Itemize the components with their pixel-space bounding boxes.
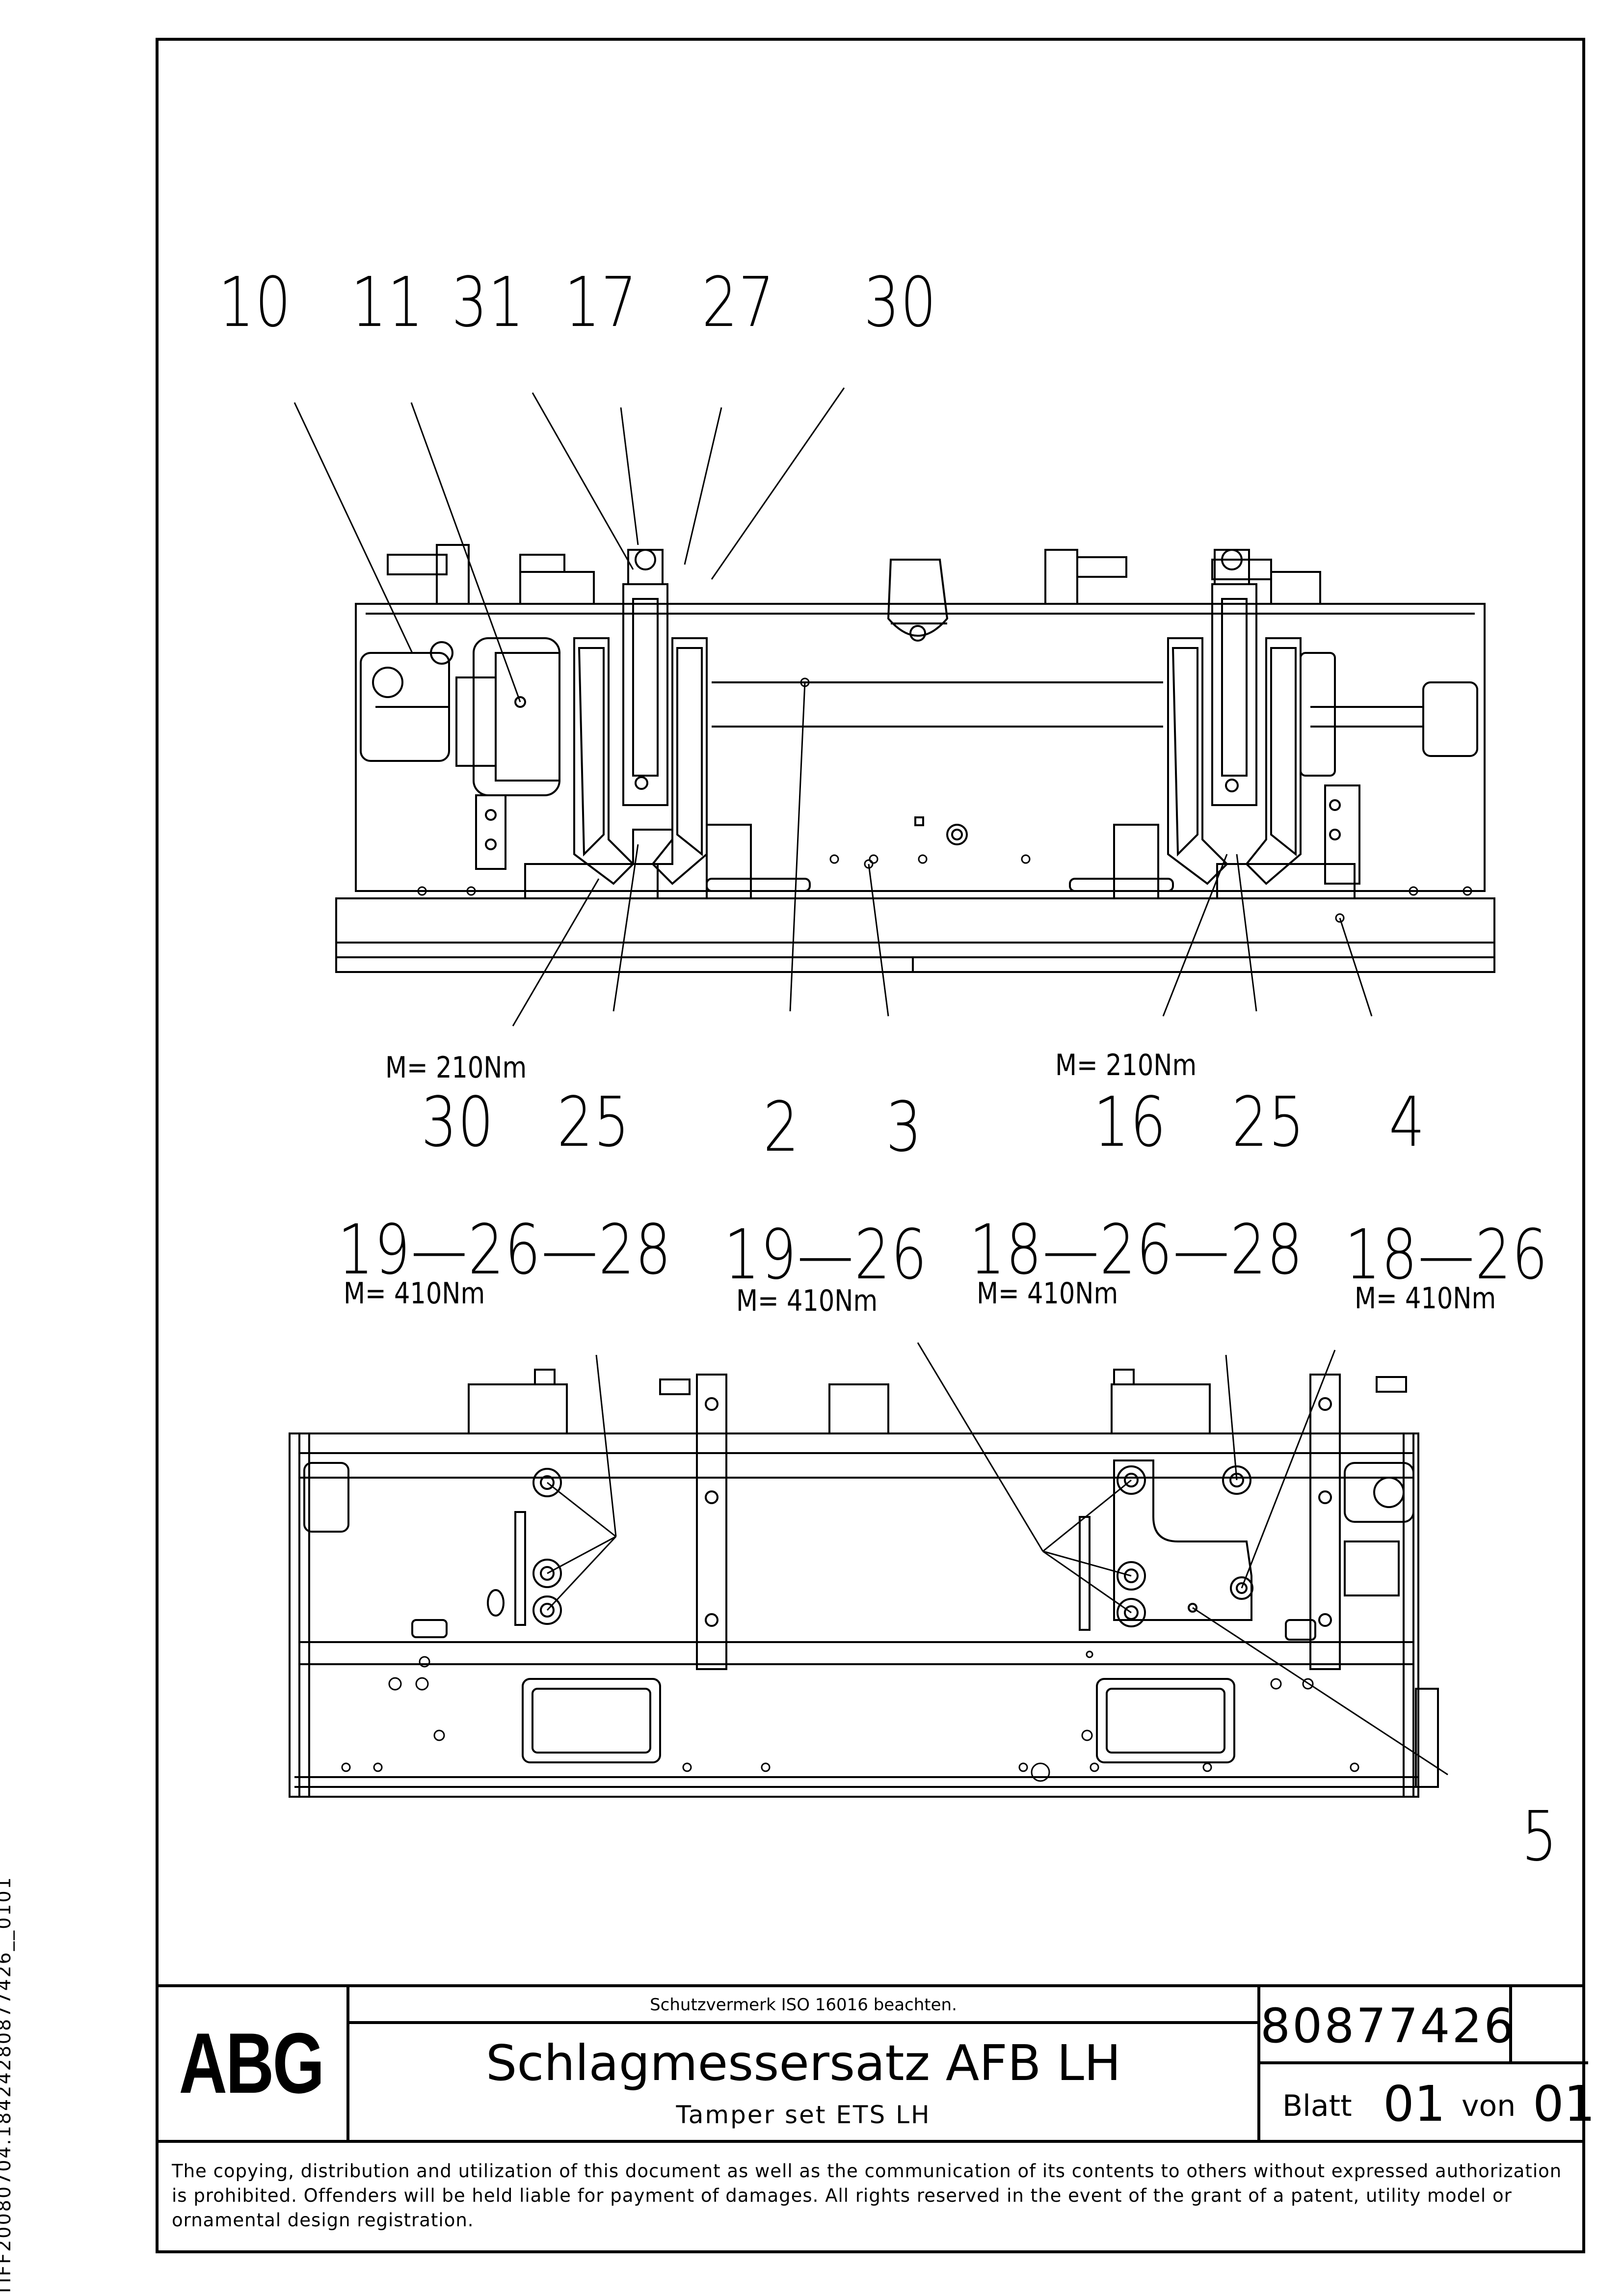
- ref-group-18-26-28: 18—26—28: [969, 1210, 1304, 1290]
- bottom-view-assembly: [289, 1369, 1439, 1798]
- ref-label-4: 4: [1389, 1082, 1426, 1162]
- document-number-box: 80877426 Blatt 01 von 01: [1257, 1986, 1595, 2141]
- ref-label-2: 2: [763, 1087, 800, 1167]
- ref-label-30-bottom: 30: [421, 1082, 495, 1162]
- title-block: ABG Schutzvermerk ISO 16016 beachten. Sc…: [156, 1986, 1595, 2141]
- abg-logo: ABG: [156, 1986, 349, 2141]
- document-number: 80877426: [1260, 1986, 1514, 2064]
- sheet-label: Blatt: [1282, 2089, 1352, 2123]
- ref-label-17: 17: [564, 263, 638, 343]
- ref-group-19-26-28: 19—26—28: [338, 1210, 672, 1290]
- torque-group-19-26: M= 410Nm: [736, 1284, 878, 1318]
- torque-group-19-26-28: M= 410Nm: [344, 1276, 485, 1311]
- ref-group-18-26: 18—26: [1345, 1215, 1549, 1295]
- protection-notice: Schutzvermerk ISO 16016 beachten.: [349, 1986, 1257, 2024]
- torque-label-left: M= 210Nm: [385, 1051, 527, 1085]
- ref-label-10: 10: [218, 263, 292, 343]
- torque-label-right: M= 210Nm: [1055, 1048, 1197, 1082]
- title-german: Schlagmessersatz AFB LH: [485, 2034, 1121, 2092]
- document-number-blank-cell: [1512, 1986, 1588, 2064]
- top-view-assembly: [335, 544, 1495, 973]
- ref-label-27: 27: [702, 263, 775, 343]
- ref-label-25-left: 25: [557, 1082, 631, 1162]
- sheet-number: 01: [1383, 2075, 1446, 2133]
- ref-label-31: 31: [452, 263, 525, 343]
- ref-label-30-top: 30: [864, 263, 937, 343]
- ref-group-19-26: 19—26: [724, 1215, 928, 1295]
- ref-label-25-right: 25: [1232, 1082, 1305, 1162]
- copyright-notice: The copying, distribution and utilizatio…: [172, 2161, 1562, 2231]
- ref-label-5: 5: [1521, 1797, 1558, 1877]
- title-english: Tamper set ETS LH: [676, 2101, 931, 2129]
- ref-label-11: 11: [351, 263, 425, 343]
- ref-label-16: 16: [1093, 1082, 1167, 1162]
- torque-group-18-26: M= 410Nm: [1355, 1281, 1496, 1316]
- drawing-frame: [156, 38, 1585, 2253]
- torque-group-18-26-28: M= 410Nm: [977, 1276, 1118, 1311]
- leader-lines: [293, 387, 1448, 1776]
- sheet-info: Blatt 01 von 01: [1260, 2064, 1595, 2141]
- of-label: von: [1462, 2089, 1516, 2123]
- sheet-total: 01: [1533, 2075, 1596, 2133]
- ref-label-3: 3: [886, 1087, 923, 1167]
